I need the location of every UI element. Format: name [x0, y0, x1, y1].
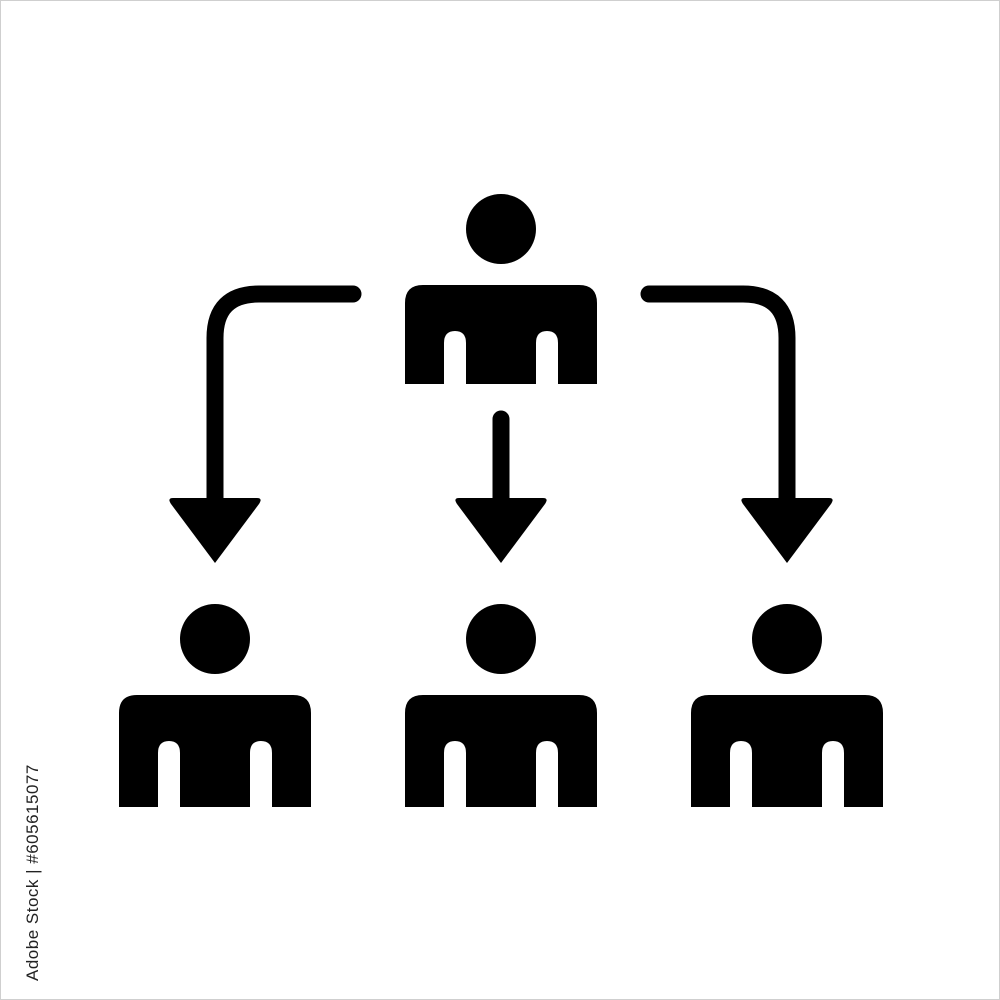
stock-id-label: Adobe Stock | #605615077	[23, 764, 42, 981]
arrow-down-left-icon	[169, 285, 362, 563]
arrow-down-right-icon	[640, 285, 833, 563]
member-person-left-icon	[119, 604, 311, 807]
leader-person-icon	[405, 194, 597, 384]
member-person-right-icon	[691, 604, 883, 807]
arrow-down-center-icon	[455, 410, 547, 563]
member-person-center-icon	[405, 604, 597, 807]
